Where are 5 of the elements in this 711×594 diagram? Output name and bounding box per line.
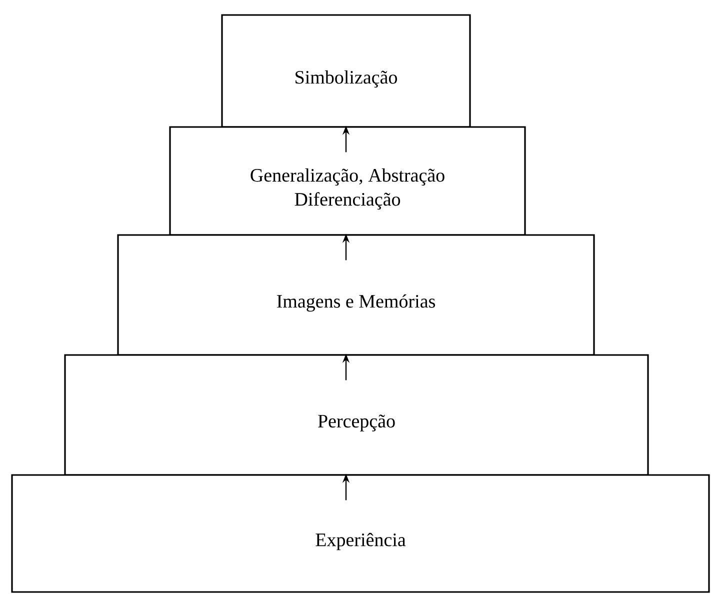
level-box: Percepção xyxy=(64,354,649,476)
level-box: Simbolização xyxy=(221,14,471,128)
level-box: Experiência xyxy=(11,474,710,593)
level-box: Generalização, Abstração Diferenciação xyxy=(169,126,526,236)
level-box: Imagens e Memórias xyxy=(117,234,595,356)
